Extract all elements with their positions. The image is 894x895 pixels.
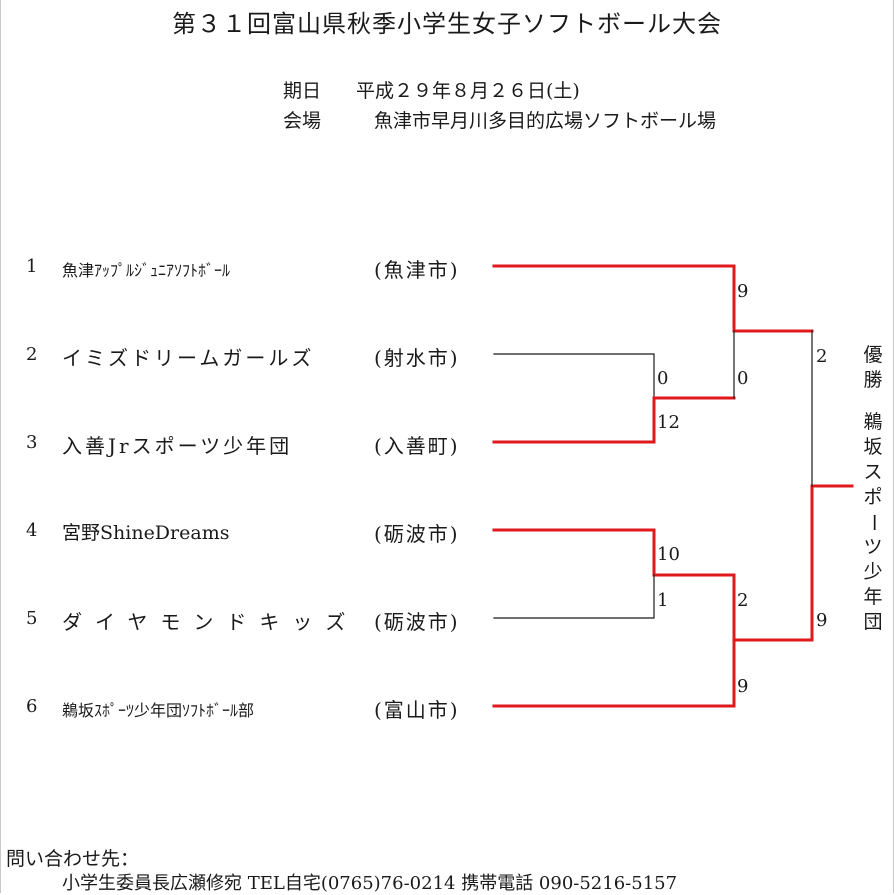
contact-heading: 問い合わせ先： xyxy=(6,848,140,870)
score-sf1-top: 9 xyxy=(737,281,749,302)
page-border-left xyxy=(0,0,1,893)
tournament-title: 第３１回富山県秋季小学生女子ソフトボール大会 xyxy=(172,10,722,38)
team-name: 宮野ShineDreams xyxy=(62,522,230,544)
team-seed: 4 xyxy=(26,520,38,541)
team-seed: 1 xyxy=(26,256,38,277)
team-name: ダイヤモンドキッズ xyxy=(62,610,359,634)
line-team2 xyxy=(493,353,655,399)
score-r1a-bottom: 12 xyxy=(657,412,680,433)
line-team6 xyxy=(492,484,854,708)
champion-label: 優勝 xyxy=(863,344,883,391)
team-seed: 6 xyxy=(26,696,38,717)
score-r1a-top: 0 xyxy=(657,368,669,389)
team-seed: 3 xyxy=(26,432,38,453)
date-label: 期日 xyxy=(283,80,322,102)
score-sf2-top: 2 xyxy=(737,590,749,611)
score-sf1-bottom: 0 xyxy=(737,368,749,389)
line-team5 xyxy=(493,574,655,619)
team-city: (富山市) xyxy=(374,698,460,722)
score-final-top: 2 xyxy=(816,346,828,367)
team-city: (砺波市) xyxy=(374,522,460,546)
venue-value: 魚津市早月川多目的広場ソフトボール場 xyxy=(374,110,717,132)
line-team3 xyxy=(492,396,736,444)
team-city: (入善町) xyxy=(374,434,460,458)
team-name: 鵜坂ｽﾎﾟｰﾂ少年団ｿﾌﾄﾎﾞｰﾙ部 xyxy=(62,701,255,720)
team-seed: 2 xyxy=(26,344,38,365)
team-city: (魚津市) xyxy=(374,258,460,282)
score-r1b-bottom: 1 xyxy=(657,590,669,611)
score-sf2-bottom: 9 xyxy=(737,676,749,697)
score-final-bottom: 9 xyxy=(816,610,828,631)
team-name: 入善Jrスポーツ少年団 xyxy=(62,434,293,458)
team-city: (砺波市) xyxy=(374,610,460,634)
team-name: 魚津ｱｯﾌﾟﾙｼﾞｭﾆｱｿﾌﾄﾎﾞｰﾙ xyxy=(62,261,231,280)
line-team4 xyxy=(492,528,736,642)
team-name: イミズドリームガールズ xyxy=(62,346,315,370)
champion-team: 鵜坂スポーツ少年団 xyxy=(862,411,885,633)
contact-details: 小学生委員長広瀬修宛 TEL自宅(0765)76-0214 携帯電話 090-5… xyxy=(62,873,678,894)
team-city: (射水市) xyxy=(374,346,460,370)
venue-label: 会場 xyxy=(283,110,322,132)
score-r1b-top: 10 xyxy=(657,544,680,565)
team-seed: 5 xyxy=(26,608,38,629)
line-team1 xyxy=(492,264,814,333)
date-value: 平成２９年８月２６日(土) xyxy=(356,80,580,102)
